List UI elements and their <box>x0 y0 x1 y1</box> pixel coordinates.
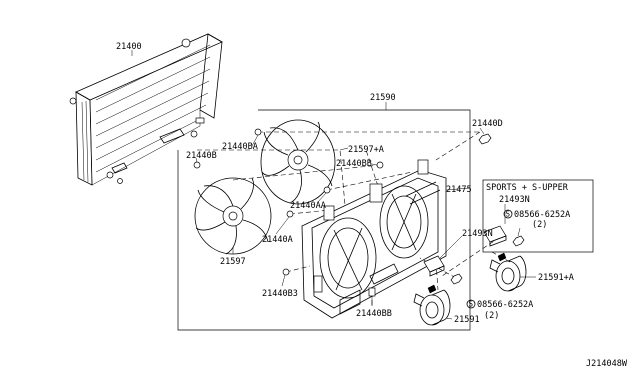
radiator[interactable] <box>69 33 223 186</box>
fan-shroud[interactable] <box>301 159 447 319</box>
inset-bolt-label: 08566-6252A <box>514 210 570 220</box>
label-21440aa: 21440AA <box>290 201 326 211</box>
label-21440b3: 21440B3 <box>262 289 298 299</box>
label-bolt-08566: 08566-6252A <box>477 300 533 310</box>
label-21493n: 21493N <box>462 229 493 239</box>
assembly-frame <box>177 109 471 331</box>
svg-text:S: S <box>469 300 474 309</box>
clip-21440aa[interactable] <box>317 186 331 203</box>
label-21591: 21591 <box>454 315 480 325</box>
clip-21440b[interactable] <box>193 157 201 169</box>
label-21475: 21475 <box>446 185 472 195</box>
inset-sports-s-upper: SPORTS + S-UPPER 21493N S 08566-6252A (2… <box>482 179 594 253</box>
resistor-21493n[interactable] <box>423 255 445 277</box>
svg-text:S: S <box>506 210 511 219</box>
clip-21440bb-bottom[interactable] <box>368 287 376 306</box>
label-21440bb-bottom: 21440BB <box>356 309 392 319</box>
clip-21440ba[interactable] <box>251 128 262 147</box>
motor-21591[interactable] <box>413 284 451 326</box>
bolt-21440d[interactable] <box>478 127 492 145</box>
inset-bolt[interactable] <box>512 235 525 247</box>
fan-21597-a[interactable] <box>260 119 336 205</box>
label-21440b: 21440B <box>186 151 217 161</box>
fan-21597[interactable] <box>194 177 272 255</box>
label-21590: 21590 <box>370 93 396 103</box>
label-21597: 21597 <box>220 257 246 267</box>
diagram-code: J214048W <box>586 359 628 369</box>
bolt-08566-main[interactable]: S <box>450 273 476 309</box>
clip-21440bb-top[interactable] <box>371 161 384 169</box>
clip-21440b3[interactable] <box>281 268 290 287</box>
label-21591-a: 21591+A <box>538 273 574 283</box>
label-21597-a: 21597+A <box>348 145 384 155</box>
motor-21591-a[interactable] <box>489 252 527 292</box>
label-21440bb-top: 21440BB <box>336 159 372 169</box>
inset-bolt-icon <box>503 209 513 219</box>
clip-21440a[interactable] <box>275 210 294 235</box>
label-21440ba: 21440BA <box>222 142 258 152</box>
label-21400: 21400 <box>116 42 142 52</box>
inset-part-label: 21493N <box>499 195 530 205</box>
label-bolt-08566-qty: (2) <box>484 311 499 321</box>
label-21440d: 21440D <box>472 119 503 129</box>
inset-title: SPORTS + S-UPPER <box>486 183 569 193</box>
label-21440a: 21440A <box>262 235 293 245</box>
inset-bolt-qty: (2) <box>532 220 547 230</box>
